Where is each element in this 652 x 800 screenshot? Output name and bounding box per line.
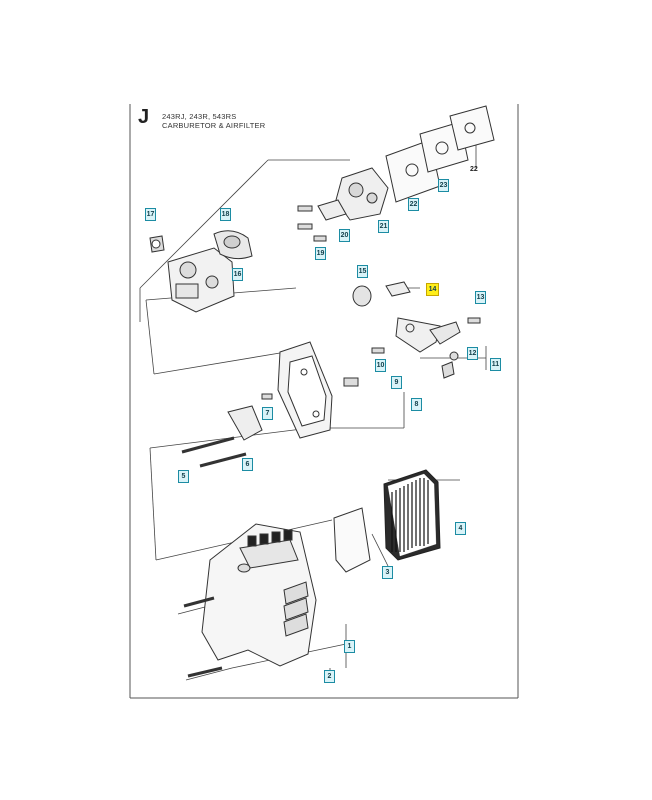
callout-18[interactable]: 18 xyxy=(220,208,231,221)
carburetor-drawing xyxy=(149,230,253,313)
callout-8[interactable]: 8 xyxy=(411,398,422,411)
callout-14-highlighted[interactable]: 14 xyxy=(426,283,439,296)
section-letter: J xyxy=(138,106,150,128)
callout-15[interactable]: 15 xyxy=(357,265,368,278)
callout-11[interactable]: 11 xyxy=(490,358,501,371)
callout-10[interactable]: 10 xyxy=(375,359,386,372)
callout-2[interactable]: 2 xyxy=(324,670,335,683)
throttle-lever-drawing xyxy=(352,281,481,379)
callout-5[interactable]: 5 xyxy=(178,470,189,483)
intake-gaskets-drawing xyxy=(297,105,495,242)
callout-20[interactable]: 20 xyxy=(339,229,350,242)
callout-16[interactable]: 16 xyxy=(232,268,243,281)
callout-1[interactable]: 1 xyxy=(344,640,355,653)
callout-4[interactable]: 4 xyxy=(455,522,466,535)
callout-21[interactable]: 21 xyxy=(378,220,389,233)
filter-cover-drawing xyxy=(183,523,317,678)
callout-19[interactable]: 19 xyxy=(315,247,326,260)
air-filter-drawing xyxy=(333,469,441,573)
callout-22[interactable]: 22 xyxy=(408,198,419,211)
callout-9[interactable]: 9 xyxy=(391,376,402,389)
callout-3[interactable]: 3 xyxy=(382,566,393,579)
page-frame xyxy=(129,104,519,699)
callout-23[interactable]: 23 xyxy=(438,179,449,192)
callout-7[interactable]: 7 xyxy=(262,407,273,420)
model-list: 243RJ, 243R, 543RS xyxy=(162,112,237,121)
callout-13[interactable]: 13 xyxy=(475,291,486,304)
callout-6[interactable]: 6 xyxy=(242,458,253,471)
diagram-subtitle: CARBURETOR & AIRFILTER xyxy=(162,121,266,130)
callout-12[interactable]: 12 xyxy=(467,347,478,360)
label-22-plain: 22 xyxy=(470,166,478,173)
callout-17[interactable]: 17 xyxy=(145,208,156,221)
filter-holder-drawing xyxy=(181,341,359,468)
